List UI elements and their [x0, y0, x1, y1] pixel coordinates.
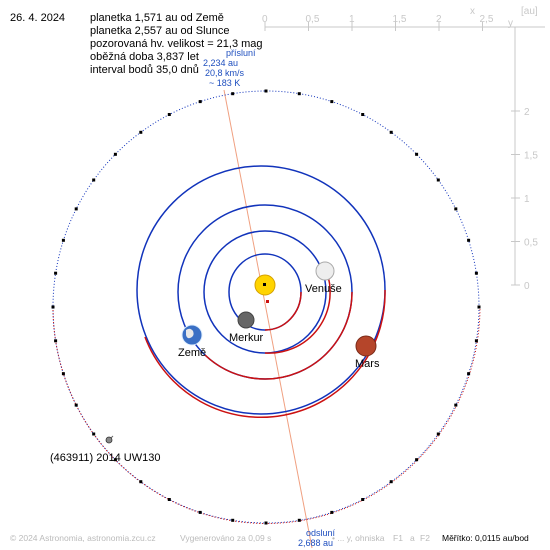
orbit-point	[436, 178, 440, 182]
y-scale-tick-label: 0	[524, 281, 530, 292]
x-scale-tick-label: 2	[436, 14, 442, 25]
orbit-point	[436, 432, 440, 436]
orbit-point	[139, 480, 143, 484]
asteroid-orbit-red-arc	[52, 306, 481, 525]
orbit-point	[467, 238, 471, 242]
orbit-point	[198, 510, 202, 514]
venus-label: Venuše	[305, 283, 342, 295]
orbit-point	[51, 305, 55, 309]
mars-body	[355, 335, 377, 357]
orbit-point	[415, 458, 419, 462]
orbit-point	[139, 130, 143, 134]
orbit-point	[61, 238, 65, 242]
earth-orbit-red-arc	[204, 291, 353, 380]
legend-foci: • ... y, ohniska	[332, 533, 385, 543]
x-axis-label: x	[470, 6, 475, 17]
orbit-point	[361, 113, 365, 116]
x-scale-ticks: 0 0,5 1 1,5 2 2,5	[262, 14, 494, 31]
orbit-point	[297, 518, 301, 522]
venus-body	[315, 261, 335, 281]
asteroid-sun-distance: planetka 2,557 au od Slunce	[90, 25, 230, 37]
orbit-point	[454, 403, 458, 407]
orbit-point	[74, 207, 78, 211]
mars-orbit-red-arc	[144, 289, 386, 418]
orbit-point	[330, 510, 334, 514]
orbit-point	[54, 339, 58, 343]
earth-land	[186, 328, 194, 339]
scale-bars: 0 0,5 1 1,5 2 2,5 2 1,5 1 0,5 0 x y [au]	[262, 6, 545, 292]
orbit-point	[297, 92, 301, 96]
orbit-point	[61, 372, 65, 376]
perihelion-distance: 2,234 au	[203, 58, 238, 68]
mercury-label: Merkur	[229, 332, 264, 344]
x-scale-tick-label: 1	[349, 14, 355, 25]
legend-a: a	[410, 533, 415, 543]
y-axis-label: y	[508, 18, 513, 29]
y-scale-tick-label: 2	[524, 107, 530, 118]
x-scale-tick-label: 0	[262, 14, 268, 25]
orbit-point	[361, 498, 365, 501]
perihelion-speed: 20,8 km/s	[205, 68, 245, 78]
second-focus-marker	[266, 300, 269, 303]
aphelion-distance: 2,688 au	[298, 538, 333, 548]
mercury-body	[237, 311, 255, 329]
mars-label: Mars	[355, 358, 380, 370]
copyright-link[interactable]: © 2024 Astronomia, astronomia.zcu.cz	[10, 533, 156, 543]
orbit-point	[467, 372, 471, 376]
orbit-point	[92, 178, 96, 182]
orbit-point	[264, 89, 268, 93]
point-interval: interval bodů 35,0 dnů	[90, 64, 199, 76]
asteroid-body	[105, 436, 113, 444]
orbit-point	[474, 271, 478, 275]
legend-f1: F1	[393, 533, 403, 543]
asteroid-earth-distance: planetka 1,571 au od Země	[90, 12, 224, 24]
orbit-point	[330, 100, 334, 104]
orbit-point	[113, 458, 117, 462]
date: 26. 4. 2024	[10, 12, 66, 24]
perihelion-title: přísluní	[226, 48, 256, 58]
y-scale-tick-label: 1,5	[524, 151, 538, 162]
orbit-point	[198, 100, 202, 104]
mercury-orbit-red-arc	[264, 291, 302, 331]
scale-unit: [au]	[521, 6, 538, 17]
x-scale-tick-label: 1,5	[393, 14, 407, 25]
orbit-point	[231, 92, 235, 96]
orbit-point	[167, 113, 171, 116]
sun-focus-marker	[263, 283, 266, 286]
orbit-point	[454, 207, 458, 211]
aphelion-title: odsluní	[306, 528, 336, 538]
orbit-point	[92, 432, 96, 436]
x-scale-tick-label: 0,5	[306, 14, 320, 25]
asteroid-orbit-points	[51, 89, 481, 525]
generation-time: Vygenerováno za 0,09 s	[180, 533, 272, 543]
orbit-point	[477, 305, 481, 309]
orbit-point	[54, 271, 58, 275]
orbit-point	[74, 403, 78, 407]
orbit-point	[113, 152, 117, 156]
orbit-point	[415, 152, 419, 156]
legend-f2: F2	[420, 533, 430, 543]
orbital-period: oběžná doba 3,837 let	[90, 51, 199, 63]
earth-label: Země	[178, 347, 206, 359]
x-scale-tick-label: 2,5	[480, 14, 494, 25]
perihelion-temperature: ~ 183 K	[209, 78, 240, 88]
venus-orbit-red-arc	[264, 269, 331, 354]
apsides-line	[223, 89, 313, 549]
y-scale-ticks: 2 1,5 1 0,5 0	[511, 107, 538, 292]
orbit-point	[389, 480, 393, 484]
orbit-point	[474, 339, 478, 343]
observed-magnitude: pozorovaná hv. velikost = 21,3 mag	[90, 38, 263, 50]
orbit-point	[389, 130, 393, 134]
orbit-point	[231, 518, 235, 522]
y-scale-tick-label: 0,5	[524, 238, 538, 249]
asteroid-label: (463911) 2014 UW130	[50, 452, 160, 464]
orbit-point	[264, 521, 268, 525]
orbit-point	[167, 498, 171, 501]
y-scale-tick-label: 1	[524, 194, 530, 205]
scale-readout: Měřítko: 0,0115 au/bod	[442, 533, 529, 543]
